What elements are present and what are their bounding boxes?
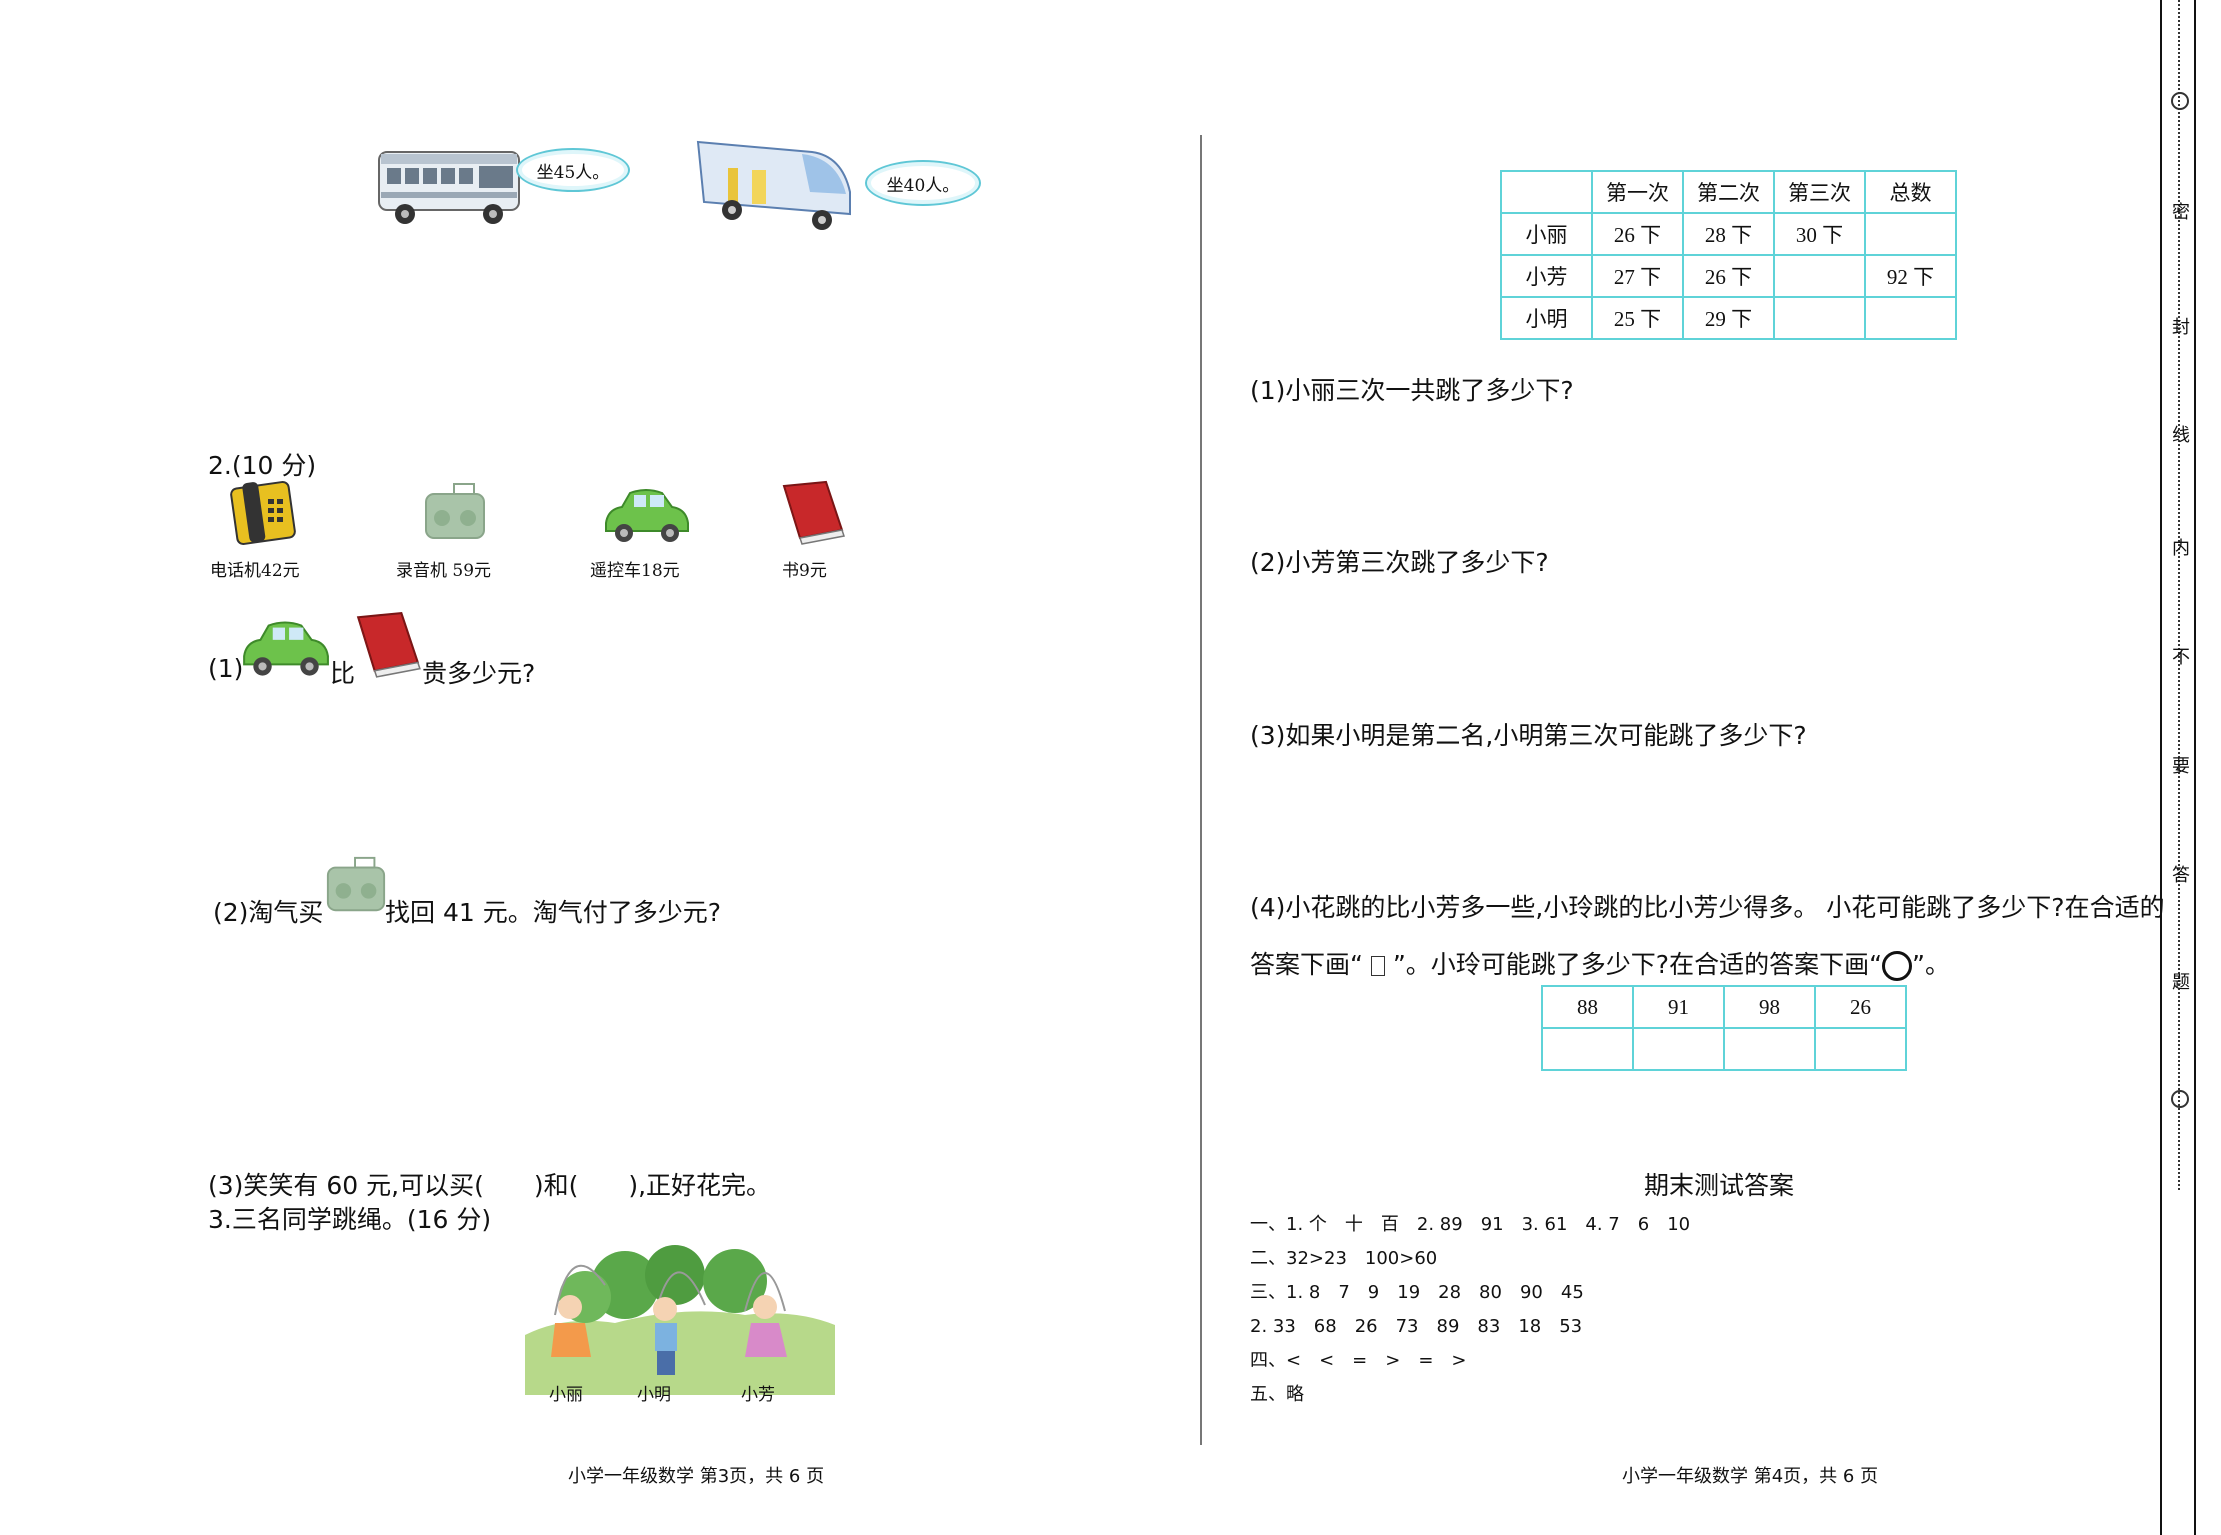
seal-char: 不 [2172, 647, 2190, 668]
choice-mark-cell[interactable] [1541, 1027, 1634, 1071]
table-row: 小明 25 下 29 下 [1500, 296, 1957, 340]
seal-char: 内 [2172, 538, 2190, 559]
seal-char: 密 [2172, 202, 2190, 223]
choice-value: 88 [1541, 985, 1634, 1029]
seal-line-dotted [2178, 0, 2180, 1190]
question-3-4-line2: 答案下画“ ”。小玲可能跳了多少下?在合适的答案下画“ ”。 [1250, 945, 1950, 981]
seal-char: 题 [2172, 972, 2190, 993]
seal-line-border-right [2194, 0, 2196, 1535]
table-cell: 26 下 [1682, 254, 1775, 298]
choice-mark-cell[interactable] [1632, 1027, 1725, 1071]
telephone-icon [230, 481, 296, 545]
circle-mark-icon [1882, 951, 1913, 981]
kid-label-xiaoming: 小明 [637, 1385, 671, 1405]
seal-char: 要 [2172, 756, 2190, 777]
table-cell: 25 下 [1591, 296, 1684, 340]
answer-line-1: 一、1. 个 十 百 2. 89 91 3. 61 4. 7 6 10 [1250, 1214, 1691, 1235]
item-label-telephone: 电话机42元 [210, 561, 300, 581]
answer-line-6: 五、略 [1250, 1384, 1304, 1405]
question-3-4-line2-b: ”。小玲可能跳了多少下?在合适的答案下画“ [1384, 950, 1883, 979]
item-label-toy-car: 遥控车18元 [590, 561, 680, 581]
page-footer-left: 小学一年级数学 第3页，共 6 页 [568, 1466, 825, 1487]
question-2-1-suffix: 贵多少元? [422, 659, 536, 688]
table-cell: 第三次 [1773, 170, 1866, 214]
bus2-capacity-bubble: 坐40人。 [865, 160, 981, 206]
page-divider [1200, 135, 1202, 1445]
toy-car-inline-icon [243, 621, 329, 676]
choice-mark-cell[interactable] [1814, 1027, 1907, 1071]
table-cell: 第二次 [1682, 170, 1775, 214]
checkmark-box-icon [1370, 956, 1385, 976]
table-cell [1864, 212, 1957, 256]
table-cell [1500, 170, 1593, 214]
question-2-title: 2.(10 分) [208, 451, 317, 480]
answer-line-3: 三、1. 8 7 9 19 28 80 90 45 [1250, 1282, 1584, 1303]
table-row [1541, 1027, 1907, 1071]
table-cell: 29 下 [1682, 296, 1775, 340]
question-3-4-line2-c: ”。 [1912, 950, 1950, 979]
choice-value: 98 [1723, 985, 1816, 1029]
table-cell: 小芳 [1500, 254, 1593, 298]
table-header-row: 第一次 第二次 第三次 总数 [1500, 170, 1957, 214]
toy-car-icon [605, 489, 689, 542]
seal-circle-top-icon [2171, 92, 2189, 110]
question-2-1-mid: 比 [330, 659, 356, 688]
table-row: 小丽 26 下 28 下 30 下 [1500, 212, 1957, 256]
answer-line-5: 四、< < = > = > [1250, 1350, 1467, 1371]
table-cell: 26 下 [1591, 212, 1684, 256]
kid-label-xiaoli: 小丽 [549, 1385, 583, 1405]
answer-choice-table: 88 91 98 26 [1541, 985, 1907, 1071]
seal-char: 封 [2172, 317, 2190, 338]
book-inline-icon [356, 612, 421, 678]
radio-recorder-icon [425, 483, 485, 539]
table-cell: 27 下 [1591, 254, 1684, 298]
table-cell [1864, 296, 1957, 340]
bus1-capacity-text: 坐45人。 [536, 162, 610, 183]
question-3-1: (1)小丽三次一共跳了多少下? [1250, 376, 1574, 405]
bus2-capacity-text: 坐40人。 [886, 175, 960, 196]
jump-rope-illustration [525, 1245, 835, 1395]
question-2-2-suffix: 找回 41 元。淘气付了多少元? [385, 898, 721, 927]
table-header-row: 88 91 98 26 [1541, 985, 1907, 1029]
table-row: 小芳 27 下 26 下 92 下 [1500, 254, 1957, 298]
question-3-title: 3.三名同学跳绳。(16 分) [208, 1205, 492, 1234]
kid-label-xiaofang: 小芳 [741, 1385, 775, 1405]
seal-line-border-left [2160, 0, 2162, 1535]
book-icon [782, 480, 845, 545]
question-2-1-prefix: (1) [208, 654, 244, 683]
answer-line-2: 二、32>23 100>60 [1250, 1248, 1438, 1269]
seal-char: 线 [2172, 425, 2190, 446]
answer-line-4: 2. 33 68 26 73 89 83 18 53 [1250, 1316, 1583, 1337]
item-label-radio-recorder: 录音机 59元 [396, 561, 492, 581]
page-footer-right: 小学一年级数学 第4页，共 6 页 [1622, 1466, 1879, 1487]
choice-mark-cell[interactable] [1723, 1027, 1816, 1071]
choice-value: 91 [1632, 985, 1725, 1029]
coach-bus-illustration [696, 140, 851, 230]
item-label-book: 书9元 [782, 561, 827, 581]
table-cell: 30 下 [1773, 212, 1866, 256]
jump-rope-table: 第一次 第二次 第三次 总数 小丽 26 下 28 下 30 下 小芳 27 下… [1500, 170, 1957, 340]
choice-value: 26 [1814, 985, 1907, 1029]
seal-circle-bottom-icon [2171, 1090, 2189, 1108]
table-cell [1773, 254, 1866, 298]
table-cell: 第一次 [1591, 170, 1684, 214]
table-cell [1773, 296, 1866, 340]
question-3-3: (3)如果小明是第二名,小明第三次可能跳了多少下? [1250, 721, 1807, 750]
radio-recorder-inline-icon [326, 856, 386, 912]
seal-char: 答 [2172, 865, 2190, 886]
answers-title: 期末测试答案 [1644, 1171, 1795, 1200]
table-cell: 28 下 [1682, 212, 1775, 256]
question-2-2-prefix: (2)淘气买 [213, 898, 324, 927]
question-3-2: (2)小芳第三次跳了多少下? [1250, 548, 1549, 577]
bus-illustration [378, 151, 520, 224]
question-3-4-line2-a: 答案下画“ [1250, 950, 1371, 979]
question-2-3: (3)笑笑有 60 元,可以买( )和( ),正好花完。 [208, 1171, 772, 1200]
bus1-capacity-bubble: 坐45人。 [516, 148, 630, 192]
question-3-4-line1: (4)小花跳的比小芳多一些,小玲跳的比小芳少得多。 小花可能跳了多少下?在合适的 [1250, 893, 2165, 922]
table-cell: 小丽 [1500, 212, 1593, 256]
table-cell: 小明 [1500, 296, 1593, 340]
table-cell: 92 下 [1864, 254, 1957, 298]
table-cell: 总数 [1864, 170, 1957, 214]
